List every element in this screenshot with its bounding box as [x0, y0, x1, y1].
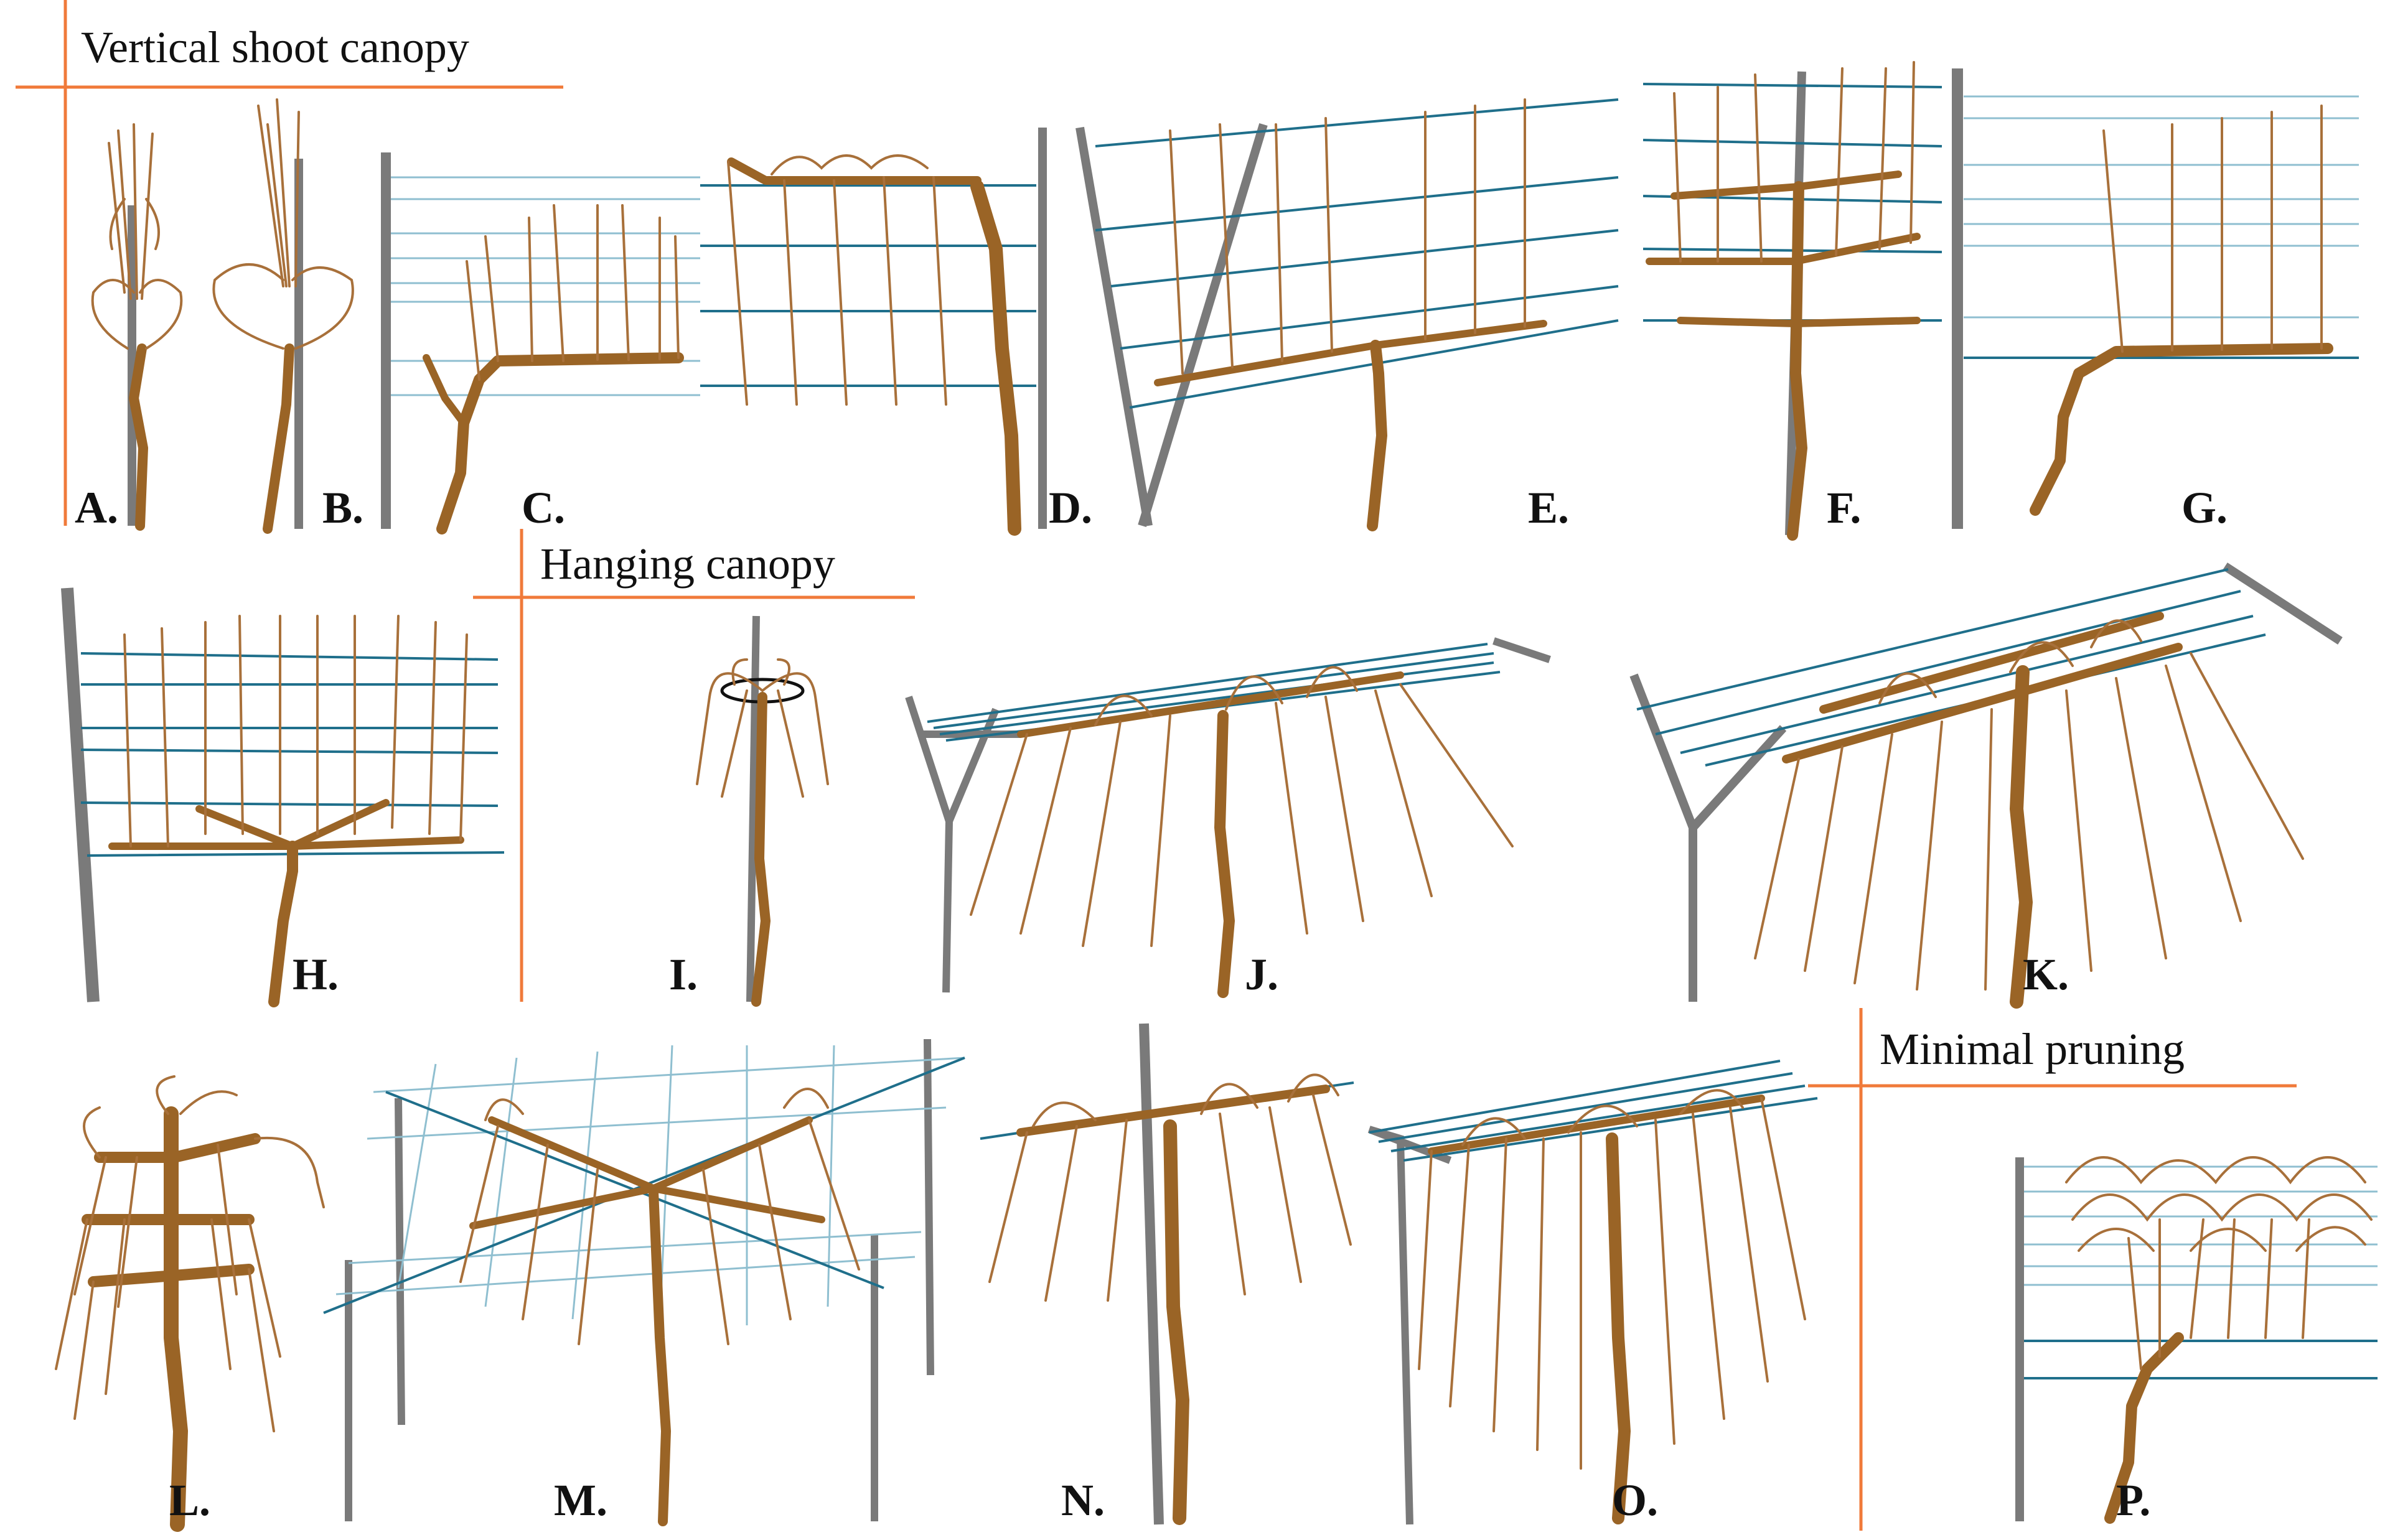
panel-m-vine [323, 1038, 965, 1526]
panel-label-g: G. [2181, 483, 2228, 533]
panel-o-vine [1367, 1060, 1818, 1525]
panel-i-vine [696, 615, 829, 1007]
panel-label-e: E. [1528, 483, 1569, 533]
vertical-section-divider [16, 0, 563, 526]
panel-g-vine [1952, 68, 2359, 529]
panel-label-c: C. [522, 483, 565, 533]
panel-f-vine [1642, 61, 1942, 541]
panel-label-d: D. [1049, 483, 1092, 533]
panel-label-i: I. [669, 950, 698, 999]
panel-c-vine [381, 152, 700, 534]
panel-e-vine [1075, 98, 1619, 531]
panel-label-f: F. [1827, 483, 1861, 533]
panel-label-n: N. [1061, 1475, 1105, 1525]
panel-l-vine [55, 1075, 325, 1532]
panel-label-a: A. [75, 483, 118, 533]
panel-b-vine [212, 98, 354, 534]
panel-label-b: B. [322, 483, 363, 533]
panel-n-vine [980, 1023, 1354, 1525]
panel-h-vine [61, 587, 505, 1007]
panel-label-j: J. [1245, 950, 1278, 999]
panel-label-p: P. [2116, 1475, 2150, 1525]
section-dividers [16, 0, 2297, 1531]
panel-p-vine [2015, 1156, 2378, 1524]
panel-k-vine [1629, 562, 2343, 1009]
minimal-pruning-title: Minimal pruning [1880, 1024, 2185, 1074]
hanging-canopy-title: Hanging canopy [540, 539, 835, 589]
panel-a-vine [91, 123, 183, 531]
minimal-section-divider [1808, 1008, 2297, 1531]
vertical-shoot-canopy-title: Vertical shoot canopy [81, 22, 469, 72]
panel-label-k: K. [2023, 950, 2069, 999]
panel-d-vine [700, 128, 1047, 536]
panel-label-h: H. [293, 950, 339, 999]
hanging-section-divider [473, 529, 915, 1002]
panel-j-vine [905, 637, 1551, 998]
panel-label-o: O. [1612, 1475, 1658, 1525]
panel-label-m: M. [554, 1475, 607, 1525]
panel-label-l: L. [169, 1475, 210, 1525]
